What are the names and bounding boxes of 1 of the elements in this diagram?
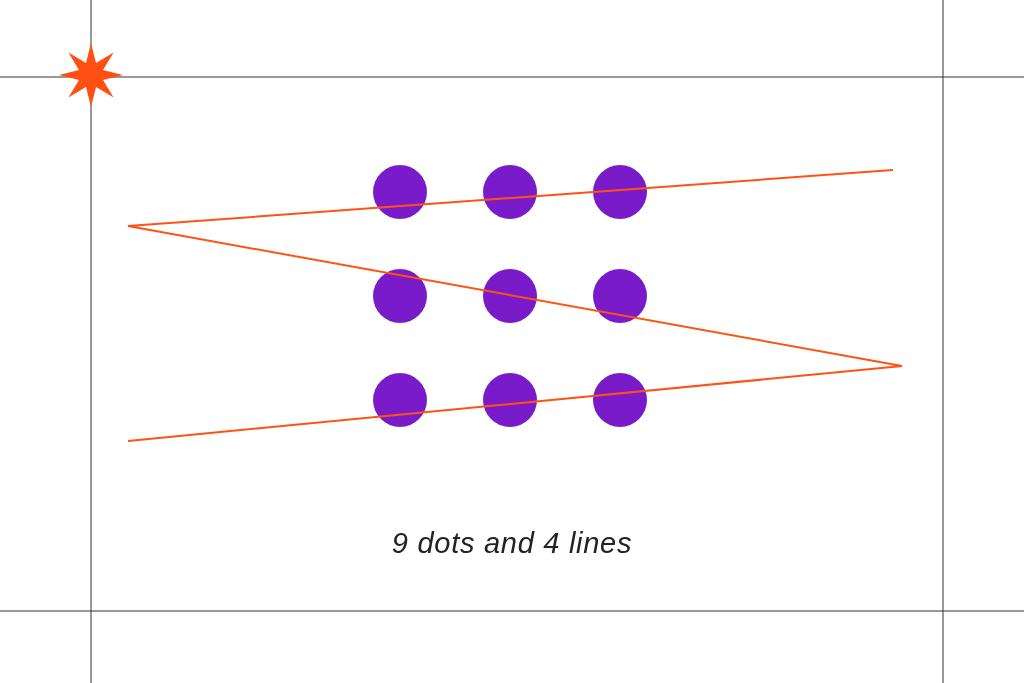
- caption: 9 dots and 4 lines: [390, 526, 634, 561]
